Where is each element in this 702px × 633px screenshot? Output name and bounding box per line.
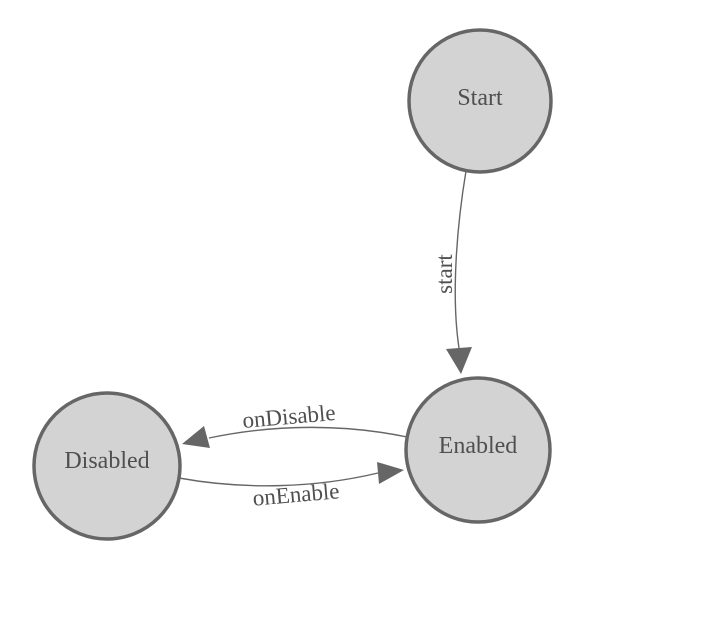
- edge-label-onenable: onEnable: [252, 478, 341, 510]
- edge-label-start: start: [432, 254, 457, 294]
- transition-edge-start[interactable]: start: [432, 170, 472, 374]
- transition-edge-onenable[interactable]: onEnable: [178, 462, 404, 511]
- edge-path[interactable]: [178, 472, 379, 487]
- node-label-disabled: Disabled: [64, 448, 149, 474]
- state-node-enabled[interactable]: Enabled: [404, 376, 552, 524]
- node-label-enabled: Enabled: [439, 433, 518, 459]
- state-node-disabled[interactable]: Disabled: [32, 391, 182, 541]
- state-node-start-circle[interactable]: [407, 28, 553, 174]
- state-node-enabled-circle[interactable]: [404, 376, 552, 524]
- arrowhead: [377, 462, 404, 484]
- state-node-disabled-circle[interactable]: [32, 391, 182, 541]
- arrowhead: [182, 426, 210, 448]
- transition-edge-ondisable[interactable]: onDisable: [182, 400, 408, 448]
- state-node-start[interactable]: Start: [407, 28, 553, 174]
- arrowhead: [446, 347, 472, 374]
- node-label-start: Start: [457, 85, 503, 111]
- edge-path[interactable]: [208, 426, 408, 439]
- edge-path[interactable]: [454, 170, 467, 349]
